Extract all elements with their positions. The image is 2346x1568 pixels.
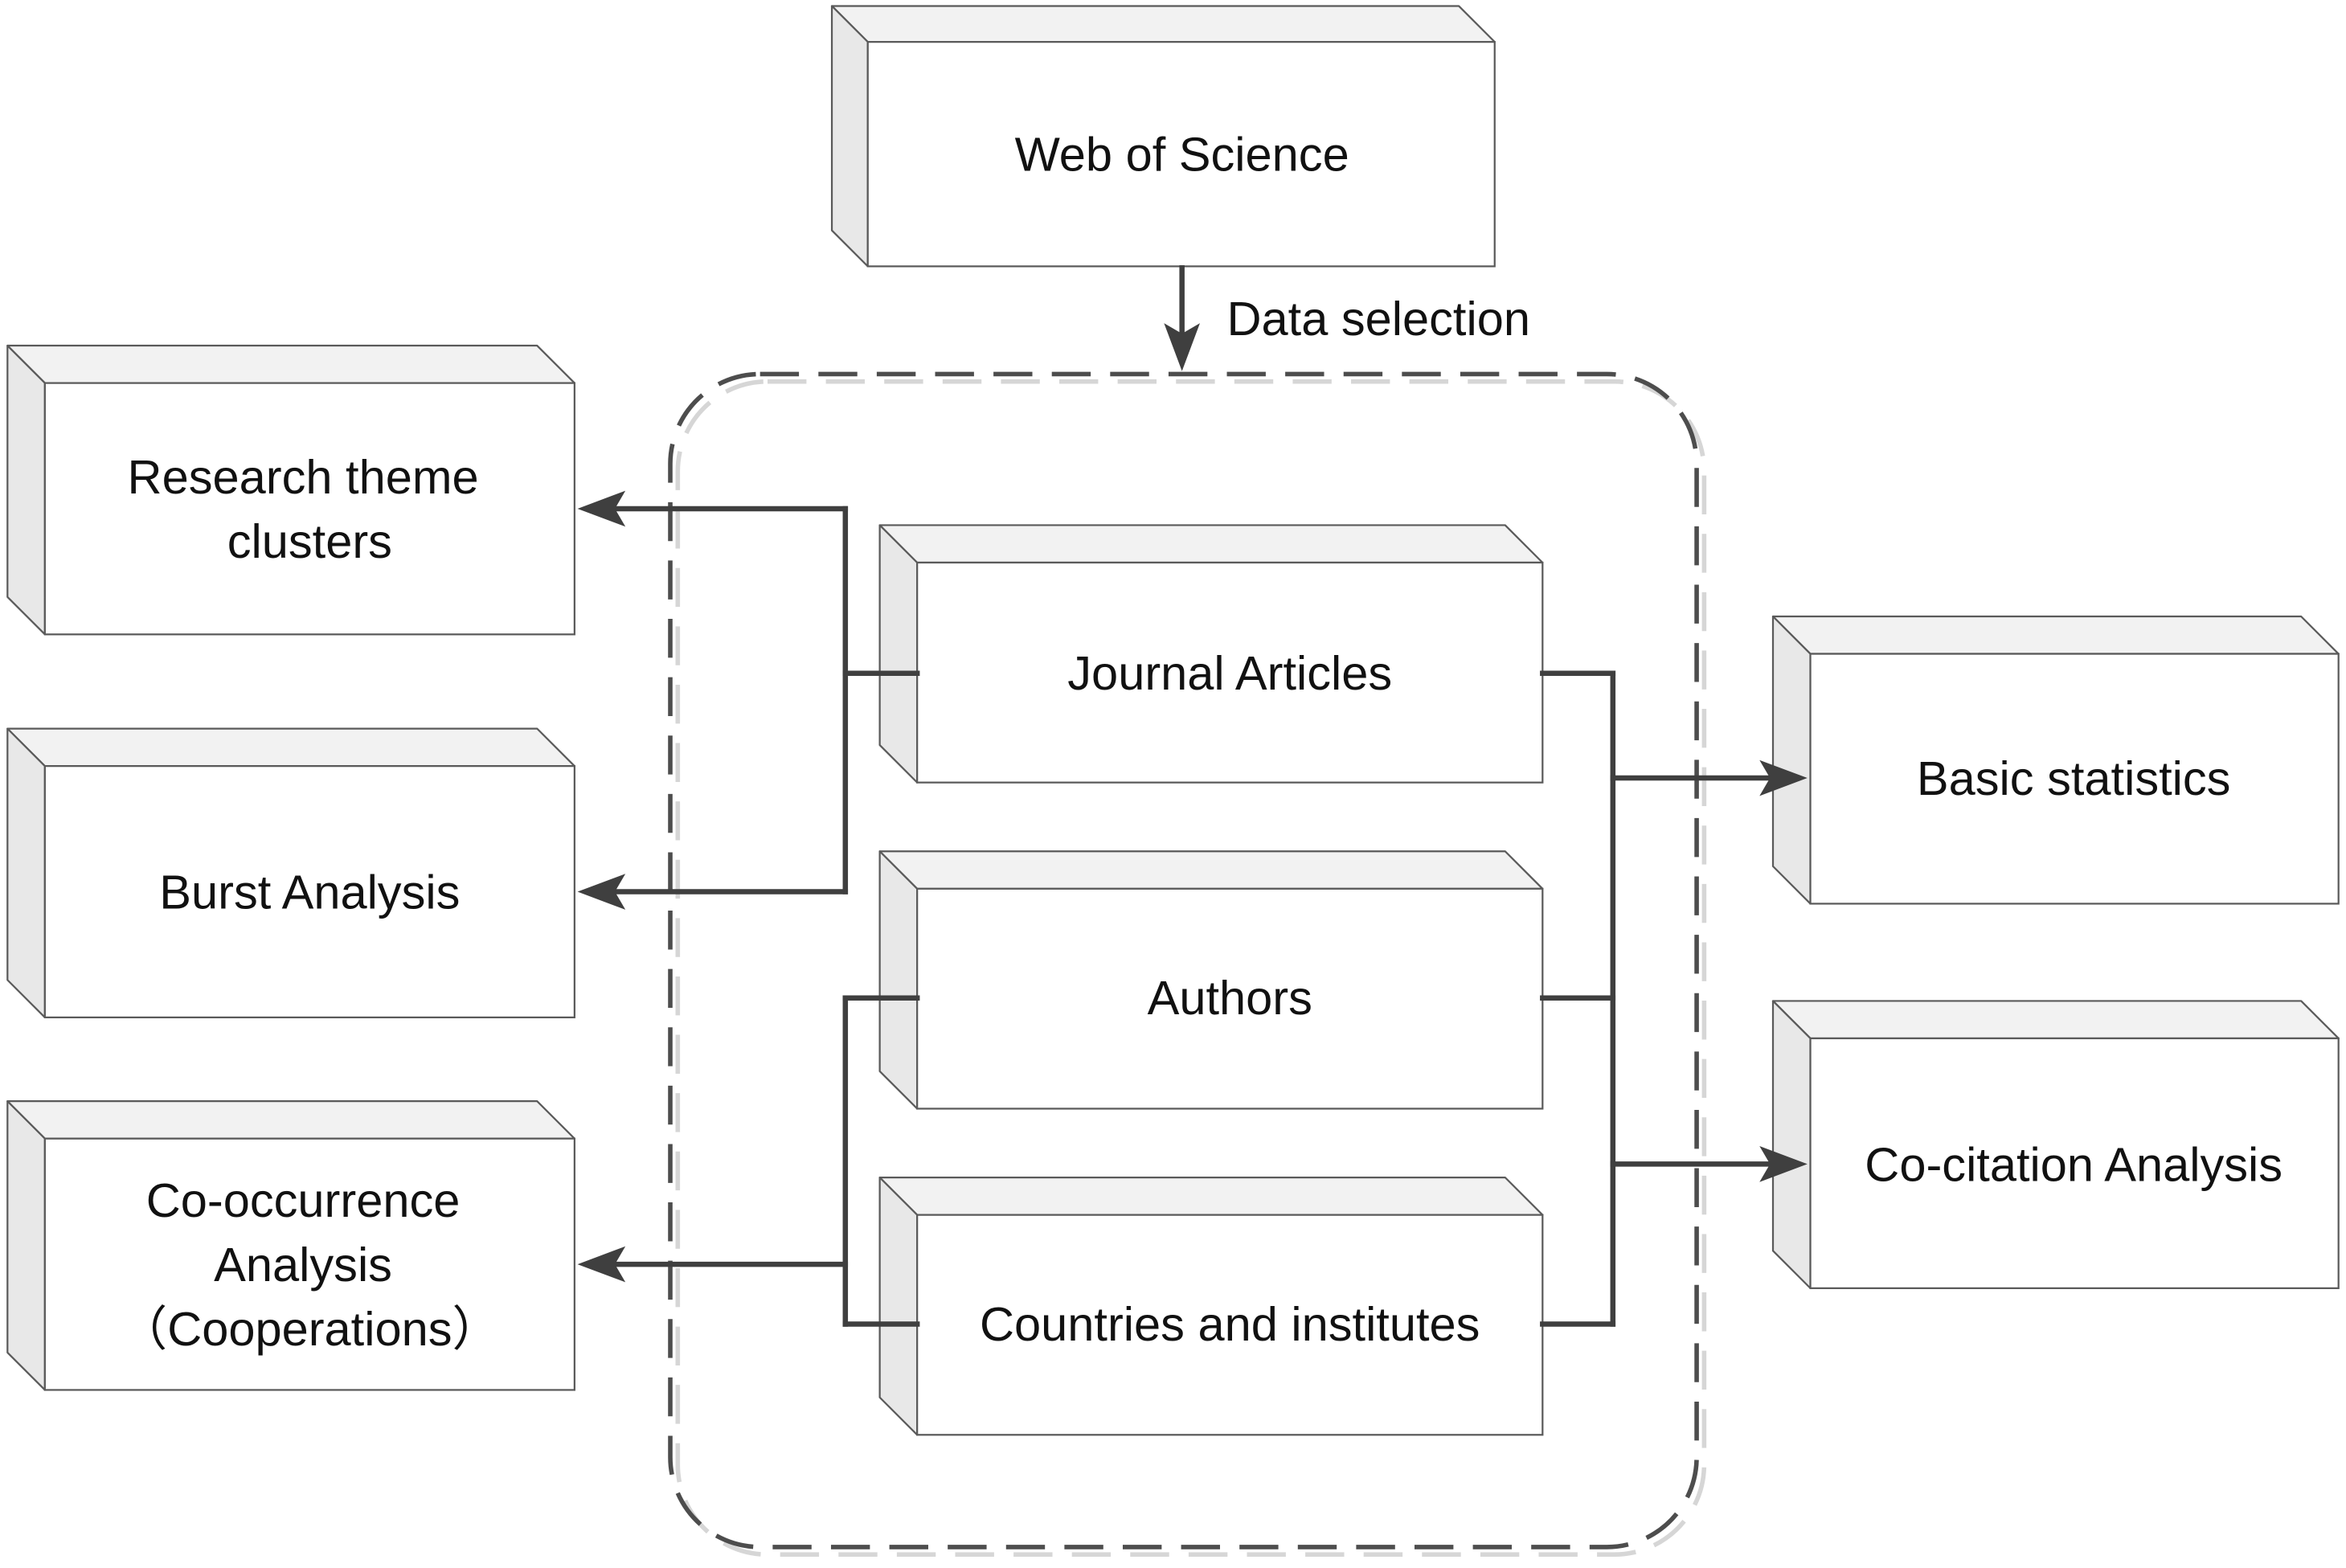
label-line: Burst Analysis xyxy=(159,865,460,919)
box-front-face xyxy=(866,41,1496,268)
node-web-of-science: Web of Science xyxy=(830,5,1496,268)
dataset-boundary-shadow xyxy=(675,379,1707,1558)
journal-articles-label: Journal Articles xyxy=(1067,646,1392,700)
node-co-occurrence-analysis: Co-occurrence Analysis （Cooperations） xyxy=(6,1100,575,1391)
node-research-theme-clusters: Research theme clusters xyxy=(6,344,575,636)
web-of-science-label: Web of Science xyxy=(1015,127,1349,181)
node-basic-statistics: Basic statistics xyxy=(1771,615,2340,905)
label-line: Research theme xyxy=(128,449,479,503)
node-authors: Authors xyxy=(878,850,1544,1110)
box-side-face xyxy=(1771,615,1812,905)
box-front-face xyxy=(1809,1037,2340,1289)
co-occurrence-analysis-label: Co-occurrence Analysis （Cooperations） xyxy=(120,1173,500,1356)
label-line: Analysis xyxy=(214,1238,392,1292)
research-theme-clusters-label: Research theme clusters xyxy=(128,449,493,567)
dataset-boundary xyxy=(668,371,1707,1558)
arrow-basic-statistics-head xyxy=(1759,759,1808,796)
arrow-co-occurrence-head xyxy=(577,1246,626,1283)
box-side-face xyxy=(6,727,46,1019)
label-line: clusters xyxy=(227,514,392,567)
label-line: Co-citation Analysis xyxy=(1865,1137,2283,1191)
box-side-face xyxy=(878,1176,919,1436)
co-citation-analysis-label: Co-citation Analysis xyxy=(1865,1137,2283,1191)
box-side-face xyxy=(878,850,919,1110)
arrow-burst-analysis-head xyxy=(577,874,626,910)
box-top-face xyxy=(6,1100,575,1140)
node-journal-articles: Journal Articles xyxy=(878,524,1544,784)
box-top-face xyxy=(6,727,575,768)
node-countries-and-institutes: Countries and institutes xyxy=(878,1176,1544,1436)
box-front-face xyxy=(916,887,1544,1110)
box-top-face xyxy=(830,5,1496,43)
box-top-face xyxy=(878,850,1544,890)
burst-analysis-label: Burst Analysis xyxy=(159,865,460,919)
box-front-face xyxy=(43,1137,575,1391)
box-front-face xyxy=(1809,653,2340,905)
arrow-co-citation-head xyxy=(1759,1146,1808,1182)
box-top-face xyxy=(878,1176,1544,1216)
box-top-face xyxy=(878,524,1544,564)
box-side-face xyxy=(878,524,919,784)
basic-statistics-label: Basic statistics xyxy=(1917,751,2231,805)
node-co-citation-analysis: Co-citation Analysis xyxy=(1771,1000,2340,1289)
box-side-face xyxy=(830,5,869,268)
arrow-research-theme-head xyxy=(577,490,626,527)
box-front-face xyxy=(43,765,575,1019)
box-side-face xyxy=(1771,1000,1812,1289)
label-line: Basic statistics xyxy=(1917,751,2231,805)
box-side-face xyxy=(6,344,46,636)
box-top-face xyxy=(6,344,575,384)
label-line: Co-occurrence xyxy=(146,1173,461,1227)
dataset-boundary-border xyxy=(668,371,1699,1550)
connectors: Data selection xyxy=(577,264,1808,1327)
box-top-face xyxy=(1771,1000,2340,1040)
box-side-face xyxy=(6,1100,46,1391)
data-selection-label: Data selection xyxy=(1227,292,1530,346)
box-front-face xyxy=(916,561,1544,784)
selection-arrow-head xyxy=(1164,323,1201,371)
authors-label: Authors xyxy=(1148,971,1312,1025)
countries-and-institutes-label: Countries and institutes xyxy=(980,1297,1480,1351)
box-front-face xyxy=(43,382,575,636)
label-line: （Cooperations） xyxy=(120,1302,500,1356)
node-burst-analysis: Burst Analysis xyxy=(6,727,575,1019)
box-top-face xyxy=(1771,615,2340,655)
